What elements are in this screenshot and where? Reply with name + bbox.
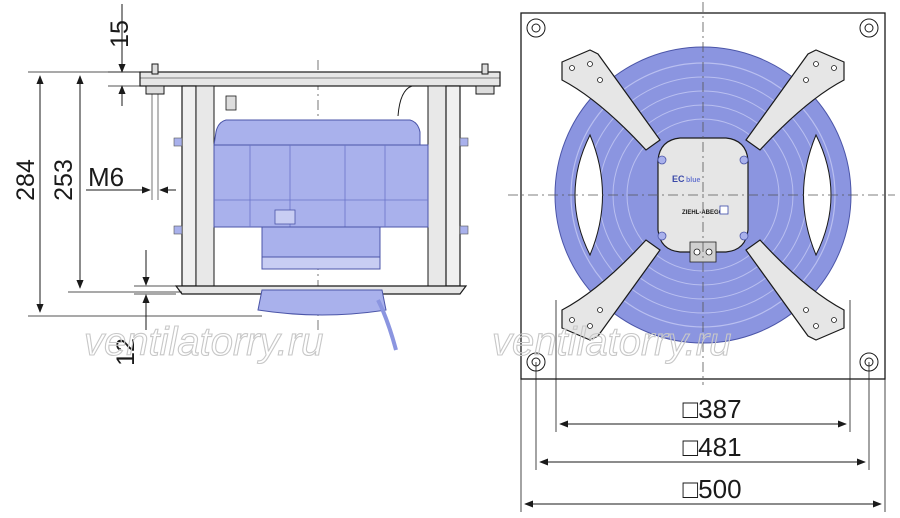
ec-badge: EC: [672, 174, 685, 184]
blue-badge: blue: [686, 177, 700, 184]
corner-holes: [526, 18, 879, 372]
frame-right: [427, 85, 447, 287]
cable: [376, 299, 398, 351]
dim-500-label: □500: [682, 474, 741, 504]
frame-left: [181, 85, 197, 287]
ziehl-abegg-label: ZIEHL-ABEGG: [682, 210, 724, 216]
side-view: 15 284 253 M6 12: [12, 4, 501, 366]
dim-12-label: 12: [112, 338, 140, 366]
brand-logo: [719, 205, 729, 215]
dim-15-label: 15: [106, 20, 134, 48]
dim-481-label: □481: [682, 432, 741, 462]
dim-284-label: 284: [12, 159, 40, 201]
inlet-cone: [261, 226, 381, 258]
watermark-right: ventilatorry.ru: [492, 320, 731, 364]
front-view: EC blue ZIEHL-ABEGG □387 □481 □500: [508, 2, 895, 512]
x-bracket: [561, 49, 845, 341]
impeller-body: [213, 144, 429, 228]
bolt-left: [151, 63, 159, 75]
watermark-left: ventilatorry.ru: [84, 320, 323, 364]
top-flange: [139, 71, 501, 87]
dim-387-label: □387: [682, 394, 741, 424]
rotor-bottom: [257, 289, 387, 316]
dim-m6-label: M6: [88, 162, 124, 192]
impeller-top: [213, 119, 421, 146]
dim-253-label: 253: [50, 159, 78, 201]
bolt-right: [481, 63, 489, 75]
